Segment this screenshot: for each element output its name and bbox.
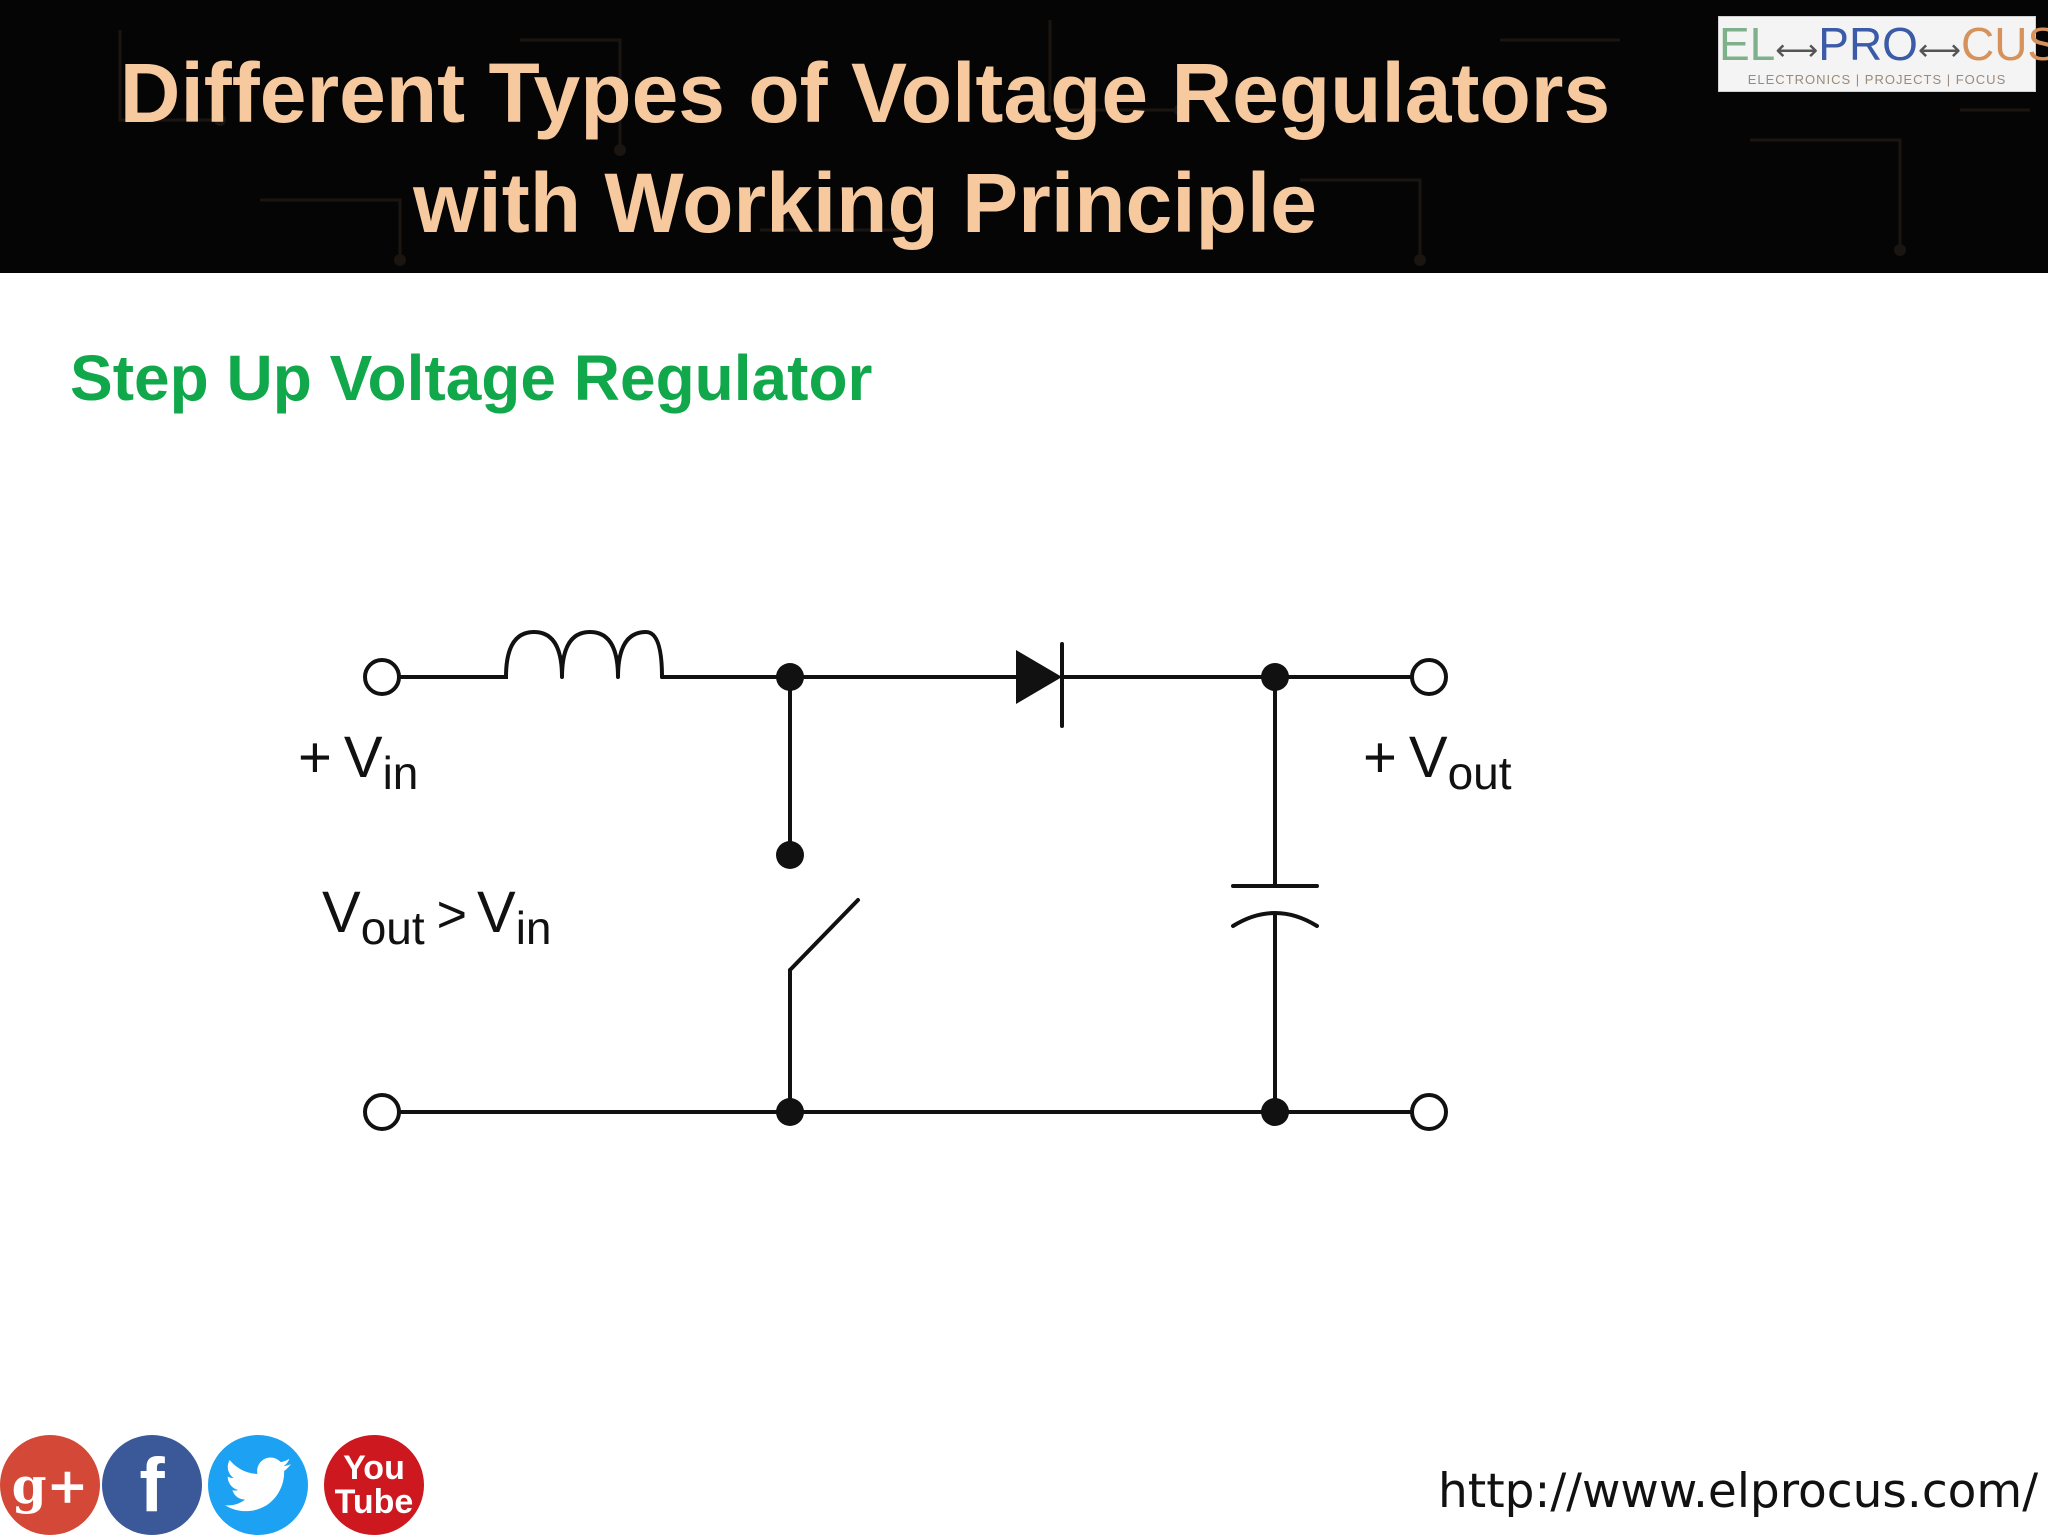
diode-triangle: [1016, 650, 1062, 704]
website-url[interactable]: http://www.elprocus.com/: [1438, 1464, 2039, 1519]
terminal-vout-plus: [1410, 658, 1448, 696]
elprocus-logo[interactable]: EL⟷PRO⟷CUS ELECTRONICS | PROJECTS | FOCU…: [1718, 16, 2048, 92]
terminal-vout-minus: [1410, 1093, 1448, 1131]
youtube-glyph-bottom: Tube: [334, 1483, 414, 1521]
twitter-bird-glyph: [225, 1457, 291, 1512]
page-title: Different Types of Voltage Regulators wi…: [0, 38, 1730, 258]
logo-arrow-1: ⟷: [1775, 34, 1819, 67]
social-media-bar: g+ f You Tube: [0, 1435, 440, 1536]
circuit-background-pattern: [118, 20, 2030, 266]
section-subtitle: Step Up Voltage Regulator: [70, 342, 873, 414]
junction-dot: [776, 841, 804, 869]
title-banner: Different Types of Voltage Regulators wi…: [0, 0, 2048, 273]
logo-el: EL: [1719, 18, 1776, 70]
vin-label: +Vin: [298, 725, 418, 799]
junction-dot: [776, 1098, 804, 1126]
youtube-icon[interactable]: You Tube: [324, 1435, 424, 1535]
facebook-glyph: f: [139, 1442, 165, 1528]
terminal-vin-plus: [363, 658, 401, 696]
facebook-icon[interactable]: f: [102, 1435, 202, 1535]
junction-dot: [1261, 1098, 1289, 1126]
google-plus-icon[interactable]: g+: [0, 1435, 100, 1535]
boost-condition-label: Vout>Vin: [322, 880, 552, 954]
twitter-icon[interactable]: [208, 1435, 308, 1535]
logo-cus: CUS: [1960, 18, 2048, 70]
terminal-vin-minus: [363, 1093, 401, 1131]
vout-label: +Vout: [1363, 725, 1512, 799]
inductor-symbol: [496, 629, 664, 679]
logo-wordmark: EL⟷PRO⟷CUS: [1719, 17, 2048, 78]
logo-arrow-2: ⟷: [1917, 34, 1961, 67]
logo-pro: PRO: [1818, 18, 1918, 70]
switch-blade: [788, 898, 860, 972]
logo-tagline: ELECTRONICS | PROJECTS | FOCUS: [1747, 72, 2007, 87]
junction-dot: [1261, 663, 1289, 691]
junction-dot: [776, 663, 804, 691]
google-plus-glyph: g+: [11, 1455, 89, 1515]
youtube-glyph-top: You: [343, 1449, 405, 1487]
page-title-line1: Different Types of Voltage Regulators: [119, 46, 1611, 140]
page-title-line2: with Working Principle: [413, 156, 1317, 250]
